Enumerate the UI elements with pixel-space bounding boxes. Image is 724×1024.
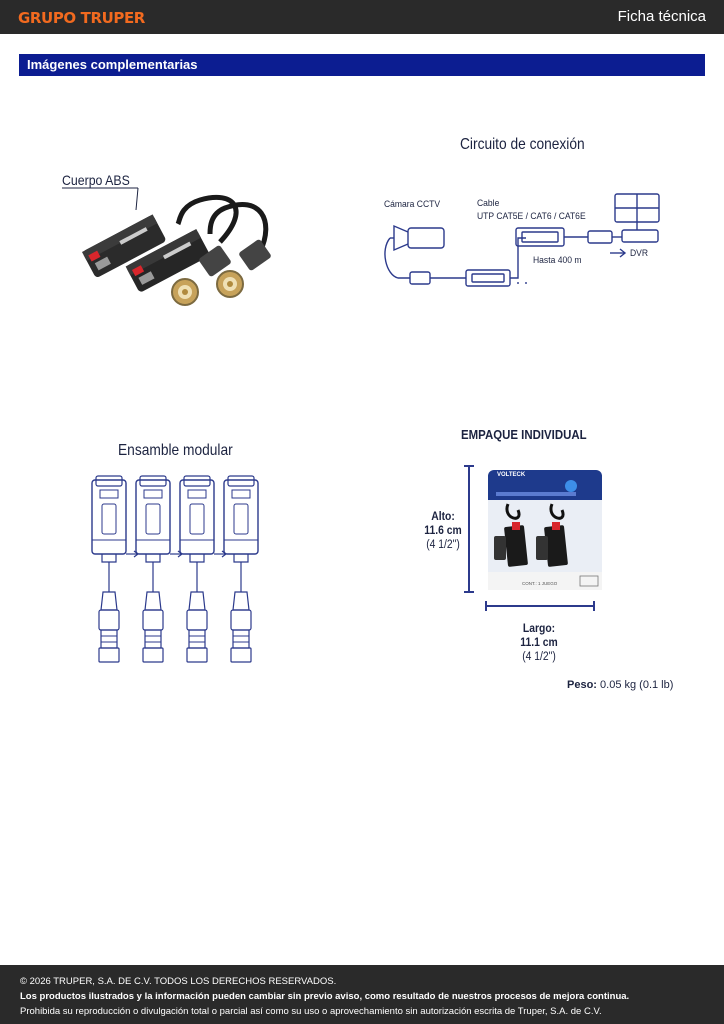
height-in: (4 1/2") [426, 539, 460, 551]
footer-notice: Los productos ilustrados y la informació… [20, 991, 630, 1002]
footer-copyright: © 2026 TRUPER, S.A. DE C.V. TODOS LOS DE… [20, 976, 337, 987]
product-photo [62, 187, 271, 306]
brand-logo: GRUPO TRUPER [18, 9, 145, 27]
weight: Peso: 0.05 kg (0.1 lb) [567, 679, 673, 691]
cable-label-line2: UTP CAT5E / CAT6 / CAT6E [477, 211, 586, 222]
section-title: Imágenes complementarias [27, 57, 198, 72]
section-header: Imágenes complementarias [19, 54, 705, 76]
modular-assembly-diagram [91, 475, 259, 663]
height-cm: 11.6 cm [424, 525, 462, 537]
height-dimension: Alto: 11.6 cm (4 1/2") [423, 510, 463, 552]
length-label: Largo: [522, 623, 556, 635]
package-content: CONT.: 1 JUEGO [522, 581, 558, 586]
height-label: Alto: [431, 511, 455, 523]
document-type: Ficha técnica [617, 8, 706, 25]
distance-label: Hasta 400 m [533, 255, 582, 266]
cable-label-line1: Cable [477, 198, 500, 209]
length-dimension: Largo: 11.1 cm (4 1/2") [519, 622, 559, 664]
package-brand: VOLTECK [497, 472, 526, 478]
circuit-title: Circuito de conexión [460, 136, 585, 153]
footer: © 2026 TRUPER, S.A. DE C.V. TODOS LOS DE… [0, 965, 724, 1024]
top-bar: GRUPO TRUPER Ficha técnica [0, 0, 724, 34]
length-in: (4 1/2") [522, 651, 556, 663]
footer-prohibition: Prohibida su reproducción o divulgación … [20, 1006, 602, 1017]
camera-label: Cámara CCTV [384, 199, 441, 210]
abs-body-label: Cuerpo ABS [62, 172, 130, 188]
weight-label: Peso: [567, 679, 597, 691]
connection-diagram [384, 193, 660, 287]
package-title: EMPAQUE INDIVIDUAL [461, 427, 587, 442]
length-cm: 11.1 cm [520, 637, 558, 649]
package-photo [464, 465, 602, 611]
modular-title: Ensamble modular [118, 442, 233, 459]
dvr-label: DVR [630, 248, 649, 259]
weight-value: 0.05 kg (0.1 lb) [600, 679, 674, 691]
